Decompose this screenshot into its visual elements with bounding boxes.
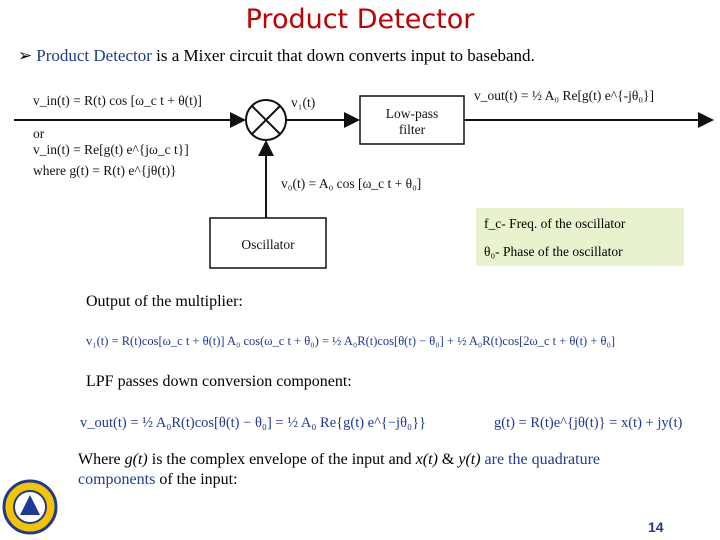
where-text-4: are the quadrature xyxy=(480,451,601,468)
bullet-text: is a Mixer circuit that down converts in… xyxy=(151,46,535,65)
mixer-icon xyxy=(245,99,287,141)
fc-note: f_c- Freq. of the oscillator xyxy=(484,216,626,231)
oscillator-box xyxy=(209,217,327,269)
where-text-1: Where xyxy=(78,451,125,468)
where-text-5: components xyxy=(78,471,156,488)
where-var-x: x(t) xyxy=(415,451,438,468)
lpf-box xyxy=(359,95,465,145)
slide-title: Product Detector xyxy=(245,4,475,35)
bullet-term: Product Detector xyxy=(36,46,152,65)
lpf-label: LPF passes down conversion component: xyxy=(86,373,352,390)
university-logo-icon xyxy=(2,479,58,535)
input-equation-1: v_in(t) = R(t) cos [ω_c t + θ(t)] xyxy=(33,93,202,108)
arrow-bullet-icon: ➢ xyxy=(18,46,33,65)
where-text-3: & xyxy=(437,451,459,468)
oscillator-equation: v₀(t) = A₀ cos [ω_c t + θ₀] xyxy=(281,176,422,191)
where-text-2: is the complex envelope of the input and xyxy=(147,451,416,468)
complex-envelope-equation: g(t) = R(t)e^{jθ(t)} = x(t) + jy(t) xyxy=(494,415,683,431)
where-var-g: g(t) xyxy=(124,451,148,468)
output-equation: v_out(t) = ½ A₀ Re[g(t) e^{-jθ₀}] xyxy=(474,88,655,103)
input-equation-2: v_in(t) = Re[g(t) e^{jω_c t}] xyxy=(33,142,189,157)
where-paragraph: Where g(t) is the complex envelope of th… xyxy=(78,450,678,490)
lpf-label-2: filter xyxy=(398,122,426,137)
intro-bullet: ➢ Product Detector is a Mixer circuit th… xyxy=(18,46,535,66)
lpf-output-equation: v_out(t) = ½ A₀R(t)cos[θ(t) − θ₀] = ½ A₀… xyxy=(80,415,427,431)
where-var-y: y(t) xyxy=(458,451,481,468)
multiplier-output-label: Output of the multiplier: xyxy=(86,293,243,310)
oscillator-notes-box: f_c- Freq. of the oscillator θ₀- Phase o… xyxy=(476,208,684,266)
multiplier-output-equation: v₁(t) = R(t)cos[ω_c t + θ(t)] A₀ cos(ω_c… xyxy=(86,334,616,348)
theta-note: θ₀- Phase of the oscillator xyxy=(484,244,623,259)
where-text-6: of the input: xyxy=(155,471,238,488)
page-number: 14 xyxy=(648,519,664,535)
or-label: or xyxy=(33,126,45,141)
where-equation: where g(t) = R(t) e^{jθ(t)} xyxy=(33,163,177,178)
block-diagram xyxy=(14,95,714,269)
v1-label: v₁(t) xyxy=(291,95,316,110)
oscillator-label: Oscillator xyxy=(241,237,295,252)
lpf-label-1: Low-pass xyxy=(385,106,439,121)
